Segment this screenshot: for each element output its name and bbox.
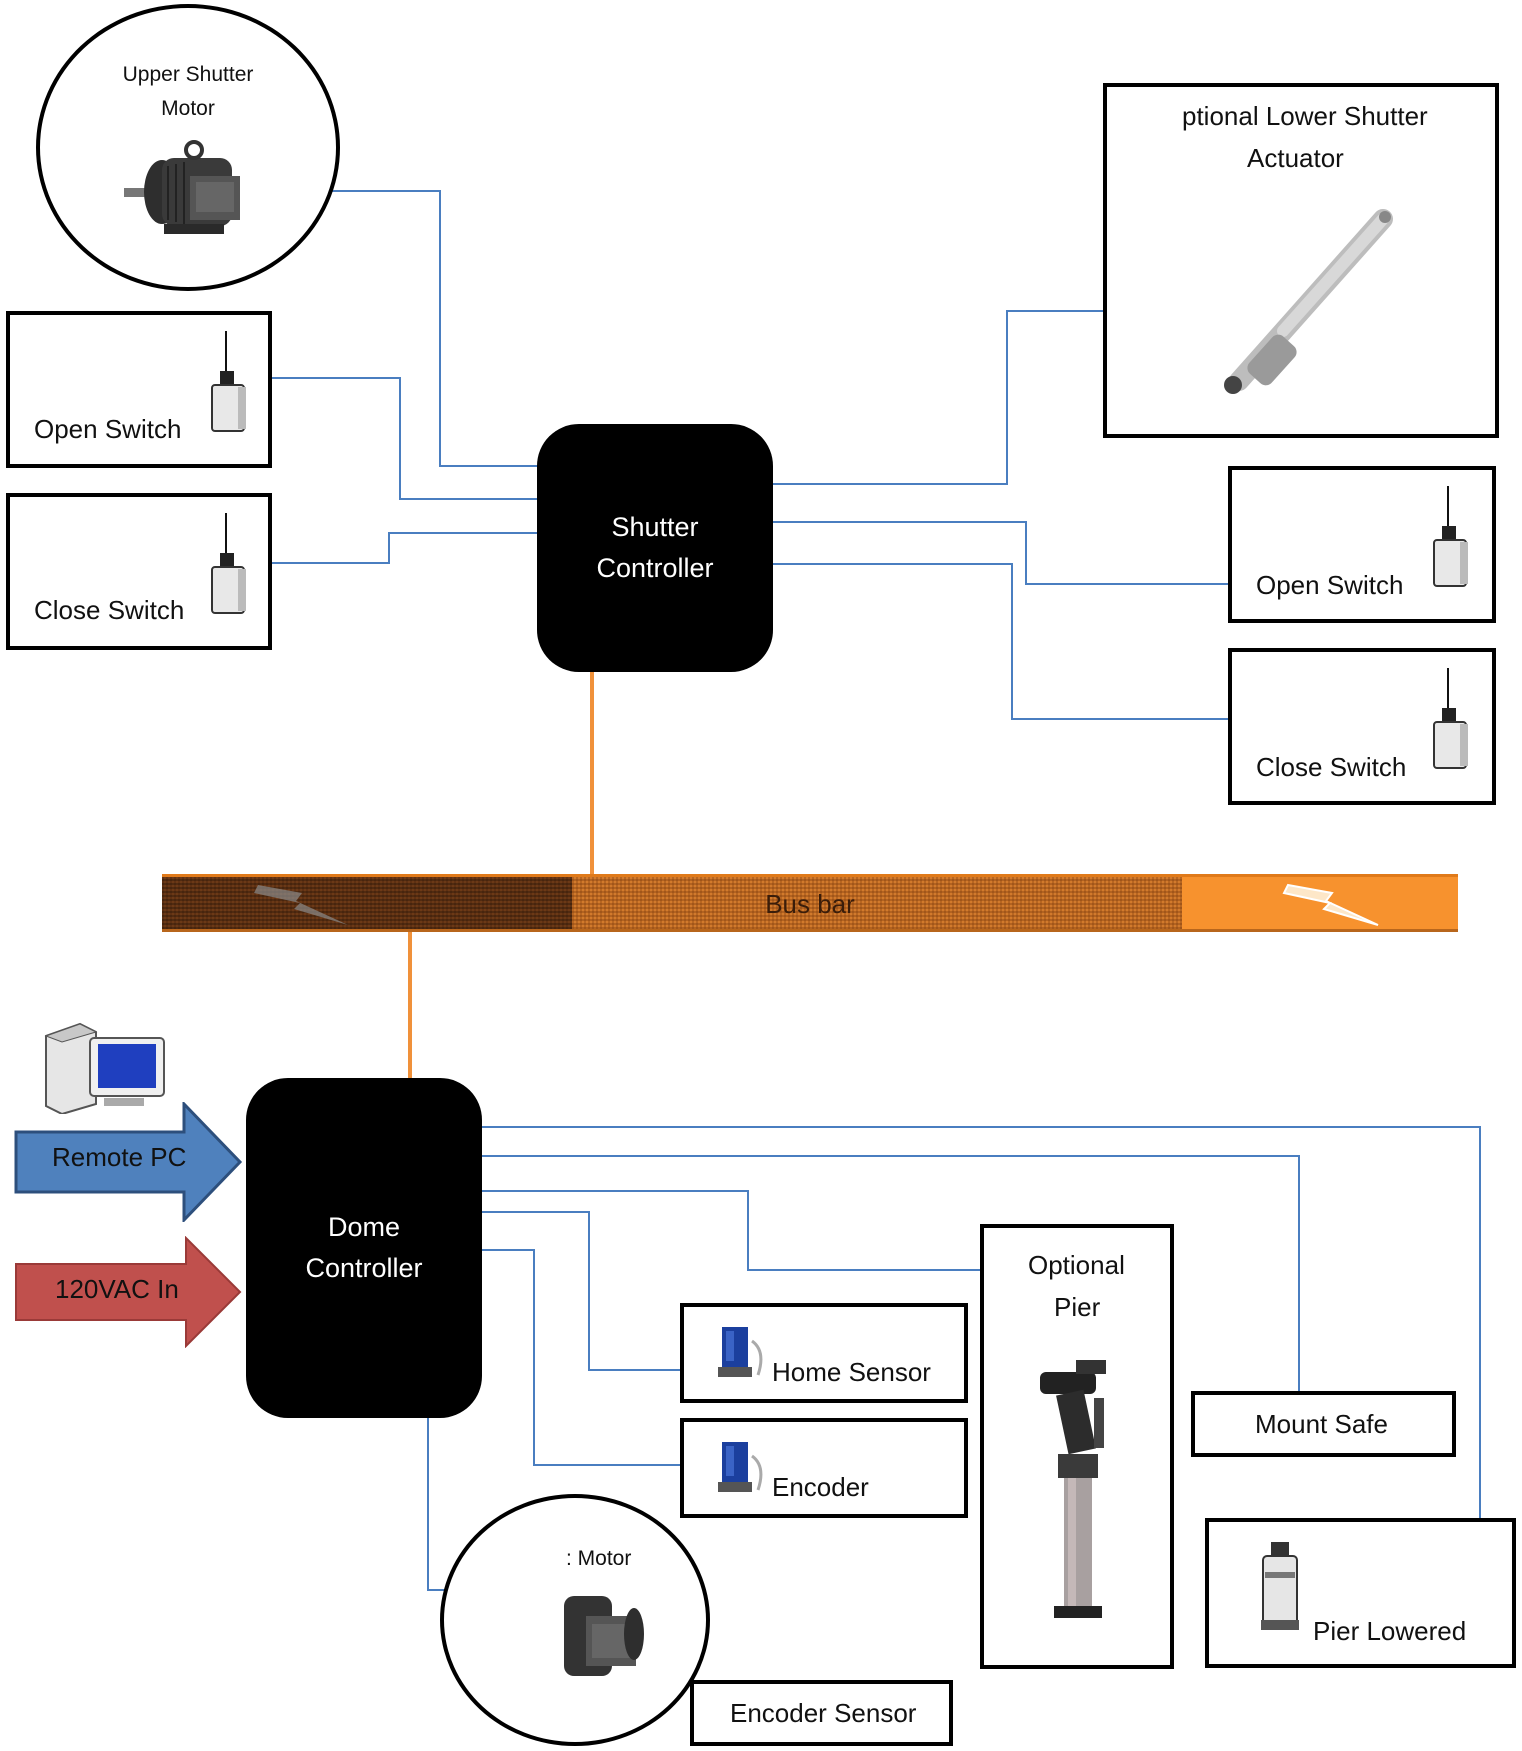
limit-switch-icon (1261, 1542, 1299, 1630)
dome-controller-label-line1: Dome (327, 1212, 401, 1242)
bus-bar-texture-mid (572, 877, 1182, 929)
pier-lowered-label: Pier Lowered (1313, 1616, 1467, 1646)
upper-shutter-motor-label: Upper Shutter Motor (40, 58, 336, 126)
dome-controller-label-line2: Controller (305, 1253, 423, 1283)
left-open-switch-label: Open Switch (34, 414, 182, 444)
wire-dome-motor (427, 1418, 450, 1591)
mount-safe-label: Mount Safe (1255, 1409, 1388, 1439)
lower-shutter-actuator: ptional Lower Shutter Actuator (1103, 83, 1499, 438)
electric-motor-icon (564, 1596, 644, 1676)
limit-switch-icon (1433, 486, 1468, 587)
shutter-controller-label-line2: Controller (596, 553, 714, 583)
wire-left-open-switch (272, 377, 540, 500)
home-sensor: Home Sensor (680, 1303, 968, 1403)
proximity-sensor-icon (718, 1442, 763, 1492)
power-input-arrow (15, 1236, 242, 1348)
optional-pier-label-line2: Pier (1054, 1292, 1101, 1322)
wire-upper-motor (312, 190, 540, 467)
right-open-switch-label: Open Switch (1256, 570, 1404, 600)
bus-bar: Bus bar (162, 874, 1458, 932)
bus-bar-label: Bus bar (765, 889, 855, 919)
remote-pc-label: Remote PC (52, 1142, 187, 1172)
pier-lowered: Pier Lowered (1205, 1518, 1516, 1668)
wire-right-close-switch (760, 563, 1230, 720)
lower-shutter-actuator-label-line2: Actuator (1247, 143, 1344, 173)
telescope-pier-icon (1040, 1360, 1106, 1618)
encoder-sensor: Encoder Sensor (690, 1680, 953, 1746)
mount-safe: Mount Safe (1191, 1391, 1456, 1457)
power-input-label: 120VAC In (55, 1274, 179, 1304)
left-close-switch: Close Switch (6, 493, 272, 650)
right-open-switch: Open Switch (1228, 466, 1496, 623)
left-open-switch: Open Switch (6, 311, 272, 468)
right-close-switch-label: Close Switch (1256, 752, 1407, 782)
dome-controller: Dome Controller (246, 1078, 482, 1418)
lightning-bolt-icon (254, 885, 348, 925)
dome-motor-label: : Motor (566, 1547, 632, 1570)
electric-motor-icon (124, 140, 240, 234)
upper-shutter-motor-label-line2: Motor (161, 97, 215, 120)
wire-encoder (470, 1249, 682, 1466)
shutter-controller: Shutter Controller (537, 424, 773, 672)
encoder-sensor-label: Encoder Sensor (730, 1698, 917, 1728)
wire-left-close-switch (272, 532, 540, 564)
encoder: Encoder (680, 1418, 968, 1518)
upper-shutter-motor: Upper Shutter Motor (36, 4, 340, 291)
upper-shutter-motor-label-line1: Upper Shutter (122, 63, 254, 86)
proximity-sensor-icon (718, 1327, 763, 1377)
wire-pier-lowered (470, 1126, 1481, 1520)
wire-right-open-switch (772, 521, 1230, 585)
optional-pier: Optional Pier (980, 1224, 1174, 1669)
optional-pier-label-line1: Optional (1028, 1250, 1125, 1280)
wire-mount-safe (480, 1155, 1300, 1393)
shutter-controller-label-line1: Shutter (611, 512, 699, 542)
wire-home-sensor (470, 1211, 682, 1371)
remote-pc-arrow (14, 1102, 243, 1222)
dome-motor: : Motor (440, 1494, 710, 1746)
limit-switch-icon (211, 513, 246, 614)
lightning-bolt-icon (1282, 883, 1379, 926)
limit-switch-icon (211, 331, 246, 432)
limit-switch-icon (1433, 668, 1468, 769)
wire-optional-pier (480, 1190, 982, 1271)
lower-shutter-actuator-label-line1: ptional Lower Shutter (1182, 101, 1428, 131)
computer-icon (44, 1022, 165, 1114)
linear-actuator-icon (1224, 209, 1393, 394)
bus-bar-texture-dark (162, 877, 572, 929)
wire-actuator (772, 310, 1103, 485)
encoder-label: Encoder (772, 1472, 869, 1502)
left-close-switch-label: Close Switch (34, 595, 185, 625)
right-close-switch: Close Switch (1228, 648, 1496, 805)
home-sensor-label: Home Sensor (772, 1357, 931, 1387)
